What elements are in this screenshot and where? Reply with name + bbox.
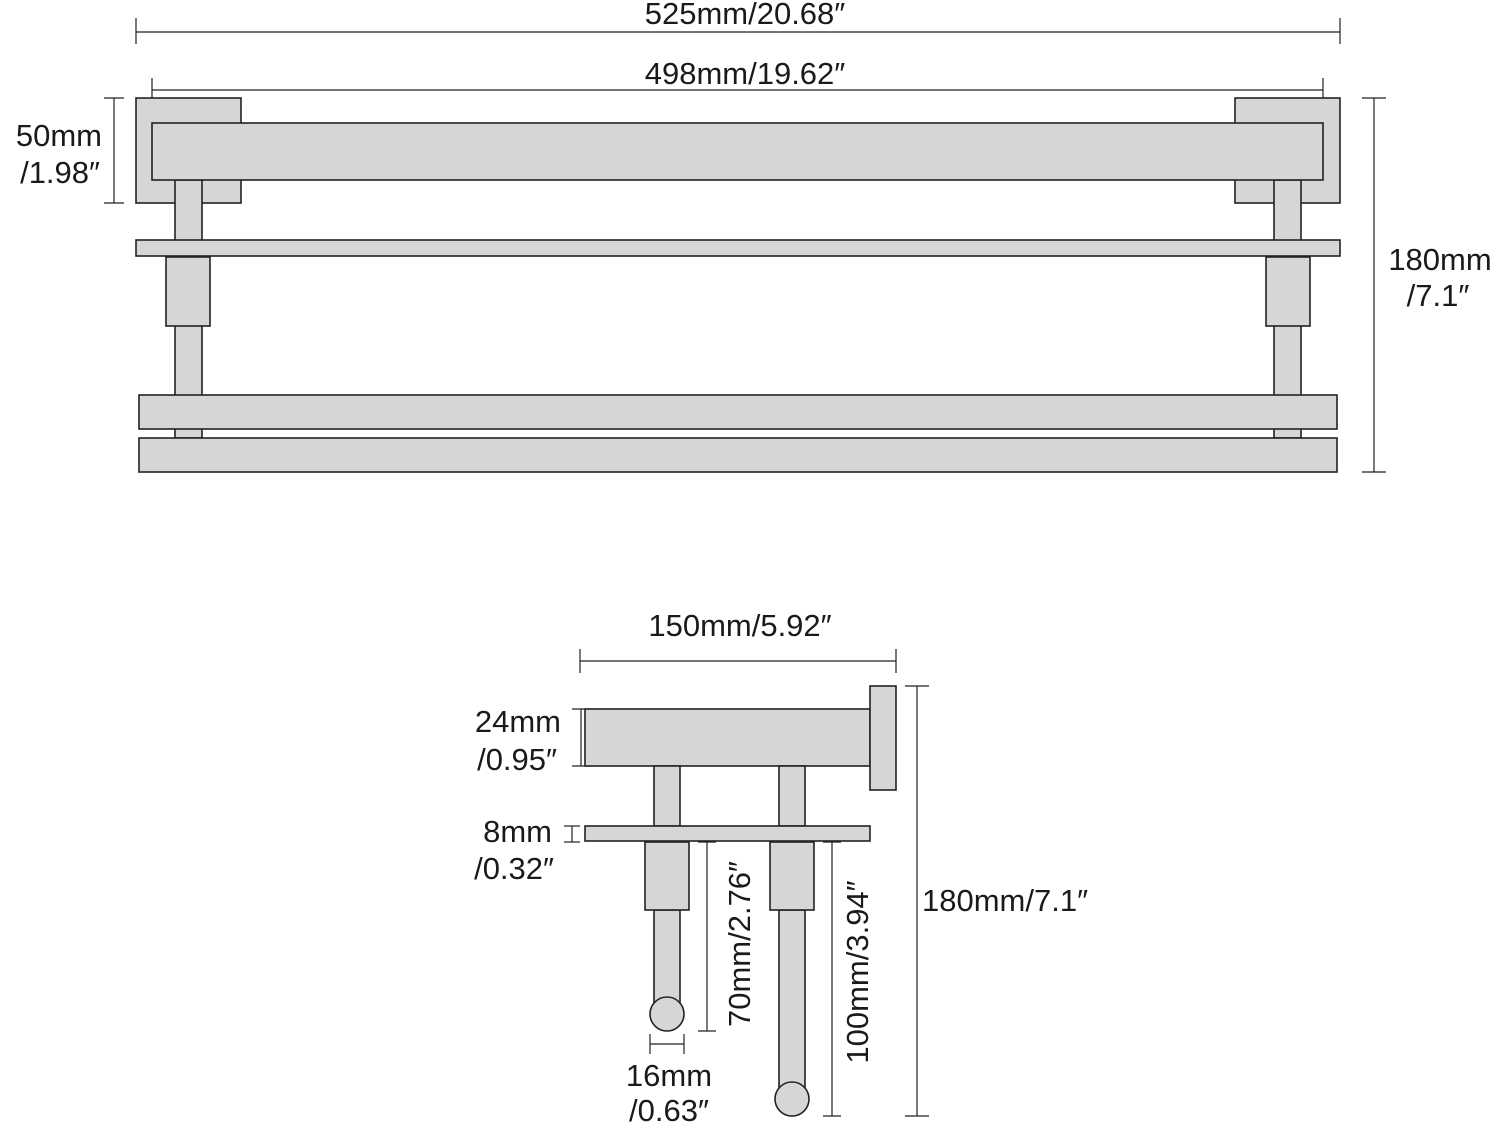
long-rod-end bbox=[774, 1081, 810, 1117]
depth-dimension bbox=[579, 649, 897, 673]
side-view: 150mm/5.92″ 24mm /0.95″ 8mm /0.32″ bbox=[474, 608, 1088, 1127]
bar-diameter-in-label: /0.95″ bbox=[477, 742, 557, 777]
bar-diameter-mm-label: 24mm bbox=[475, 704, 561, 739]
bar-length-label: 498mm/19.62″ bbox=[645, 56, 846, 91]
rod-diameter-mm-label: 16mm bbox=[626, 1058, 712, 1093]
side-shelf-plate bbox=[584, 825, 871, 842]
total-height-in-label: /7.1″ bbox=[1407, 278, 1470, 313]
depth-label: 150mm/5.92″ bbox=[648, 608, 831, 643]
total-height-mm-label: 180mm bbox=[1388, 242, 1491, 277]
base-height-mm-label: 50mm bbox=[16, 118, 102, 153]
short-rod-sleeve bbox=[644, 841, 690, 911]
side-rear-post bbox=[778, 765, 806, 827]
short-rod-length-dimension bbox=[698, 841, 716, 1032]
side-front-post bbox=[653, 765, 681, 827]
right-post-sleeve bbox=[1265, 256, 1311, 327]
shelf-thickness-mm-label: 8mm bbox=[483, 814, 552, 849]
shelf-thickness-in-label: /0.32″ bbox=[474, 851, 554, 886]
short-rod-length-label: 70mm/2.76″ bbox=[722, 861, 757, 1027]
shelf-thickness-dimension bbox=[564, 825, 580, 843]
long-rod-length-label: 100mm/3.94″ bbox=[840, 880, 875, 1063]
front-view: 525mm/20.68″ 498mm/19.62″ 50mm /1.98″ 18… bbox=[16, 0, 1492, 473]
base-height-in-label: /1.98″ bbox=[20, 155, 100, 190]
top-rail bbox=[151, 122, 1324, 181]
rod-diameter-dimension bbox=[649, 1034, 685, 1054]
side-total-height-label: 180mm/7.1″ bbox=[922, 883, 1088, 918]
long-rod-length-dimension bbox=[823, 841, 841, 1117]
shelf-plate bbox=[135, 239, 1341, 257]
short-rod-end bbox=[649, 996, 685, 1032]
side-wall-mount bbox=[869, 685, 897, 791]
side-top-rail bbox=[584, 708, 871, 767]
long-rod-sleeve bbox=[769, 841, 815, 911]
rod-diameter-in-label: /0.63″ bbox=[629, 1093, 709, 1127]
long-rod bbox=[778, 909, 806, 1100]
side-total-height-dimension bbox=[905, 685, 929, 1117]
left-post-sleeve bbox=[165, 256, 211, 327]
overall-width-dimension bbox=[135, 18, 1341, 44]
upper-towel-bar bbox=[138, 394, 1338, 430]
lower-towel-bar bbox=[138, 437, 1338, 473]
base-height-dimension bbox=[104, 97, 124, 204]
total-height-dimension bbox=[1362, 97, 1386, 473]
overall-width-label: 525mm/20.68″ bbox=[645, 0, 846, 31]
